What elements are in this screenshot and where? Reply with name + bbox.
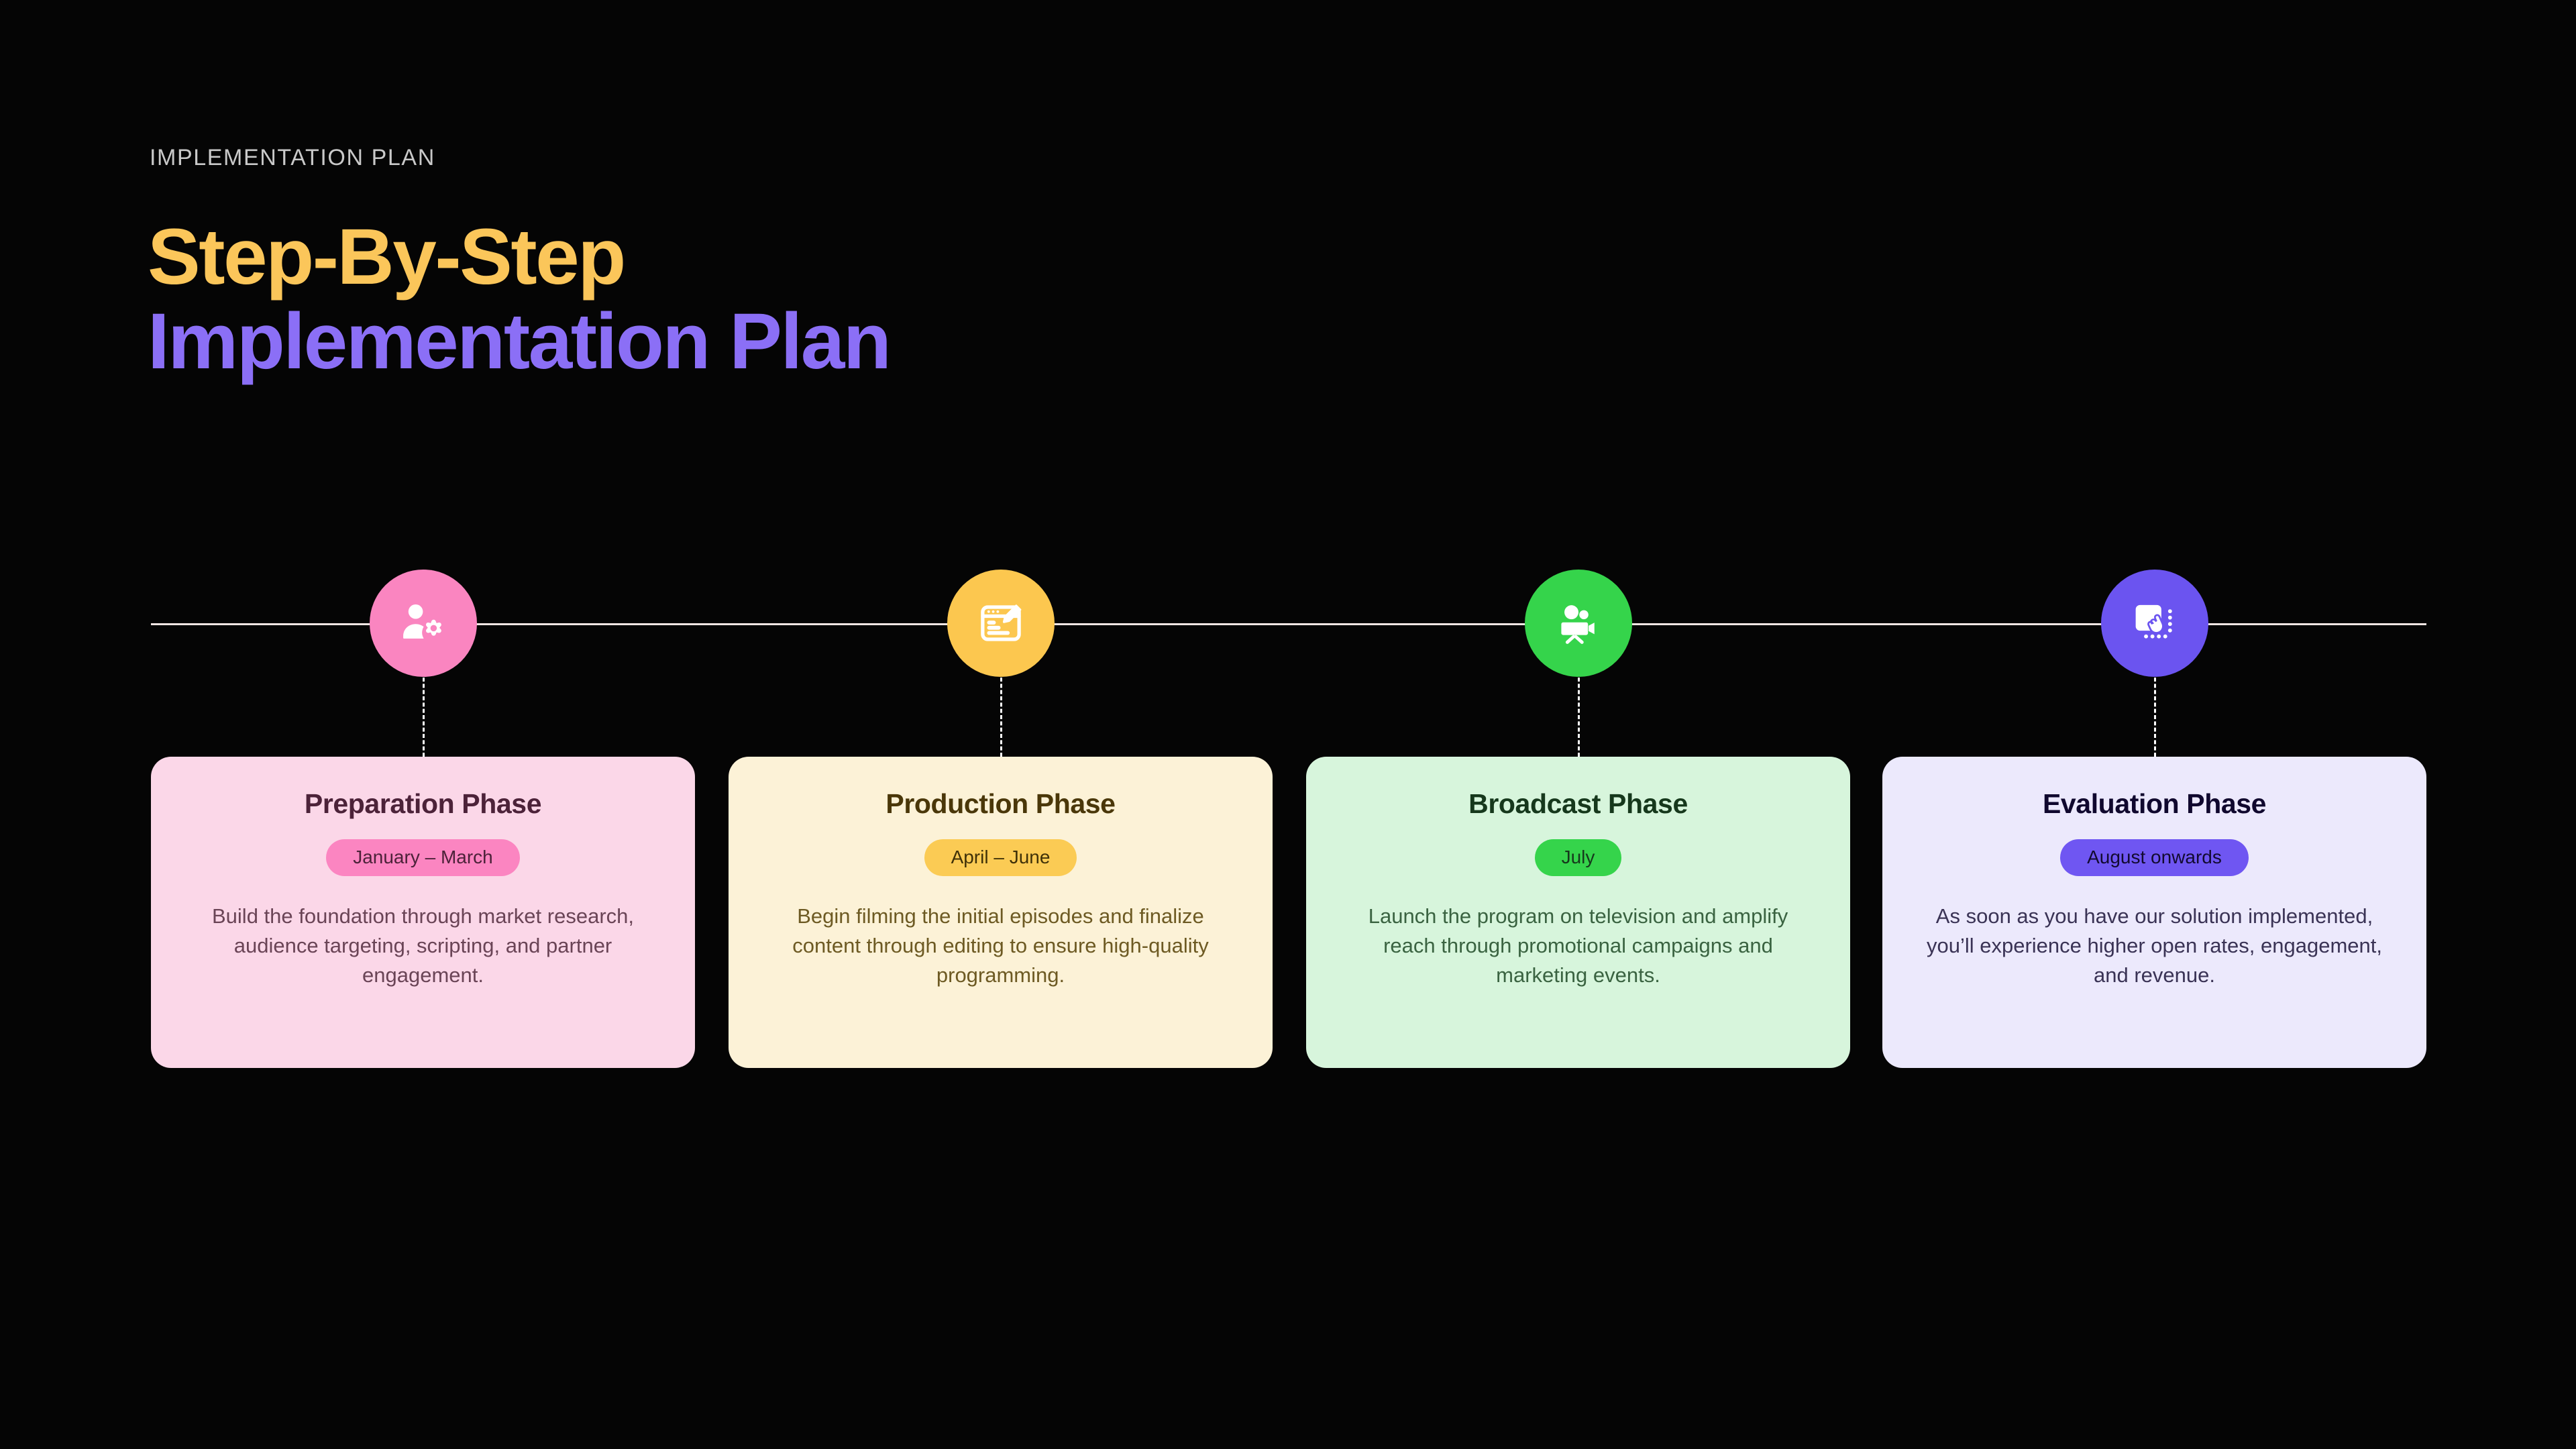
drag-resize-hand-icon (2130, 598, 2180, 648)
page-title: Step-By-Step Implementation Plan (148, 213, 892, 386)
phase-card-description: Begin filming the initial episodes and f… (792, 904, 1209, 987)
phase-card-title: Preparation Phase (304, 788, 542, 819)
phase-card-evaluation[interactable]: Evaluation Phase August onwards As soon … (1882, 757, 2426, 1068)
phase-card-timeframe-badge: April – June (924, 839, 1077, 877)
timeline-rail (151, 623, 2426, 625)
timeline-node-production[interactable] (947, 570, 1055, 677)
phase-card-broadcast[interactable]: Broadcast Phase July Launch the program … (1306, 757, 1850, 1068)
phase-card-timeframe-badge: August onwards (2060, 839, 2249, 877)
timeline-node-preparation[interactable] (369, 570, 477, 677)
timeline-node-evaluation[interactable] (2100, 570, 2208, 677)
phase-card-production[interactable]: Production Phase April – June Begin film… (729, 757, 1273, 1068)
user-settings-icon (398, 598, 448, 648)
phase-card-timeframe-badge: January – March (326, 839, 520, 877)
video-camera-icon (1554, 598, 1603, 648)
timeline-connector-preparation (422, 678, 425, 757)
timeline-node-broadcast[interactable] (1524, 570, 1632, 677)
document-edit-icon (976, 598, 1026, 648)
page-title-line-1: Step-By-Step (148, 213, 626, 301)
phase-card-description: Launch the program on television and amp… (1368, 904, 1788, 987)
timeline-connector-production (1000, 678, 1002, 757)
eyebrow-label: IMPLEMENTATION PLAN (150, 145, 435, 170)
phase-card-description: Build the foundation through market rese… (212, 904, 634, 987)
timeline-connector-broadcast (1577, 678, 1580, 757)
phase-card-timeframe-badge: July (1534, 839, 1622, 877)
phase-card-preparation[interactable]: Preparation Phase January – March Build … (151, 757, 695, 1068)
page-title-line-2: Implementation Plan (148, 297, 892, 386)
phase-card-description: As soon as you have our solution impleme… (1926, 904, 2382, 987)
phase-card-title: Evaluation Phase (2042, 788, 2267, 819)
timeline-connector-evaluation (2153, 678, 2156, 757)
phase-card-title: Broadcast Phase (1468, 788, 1688, 819)
phase-card-title: Production Phase (885, 788, 1116, 819)
